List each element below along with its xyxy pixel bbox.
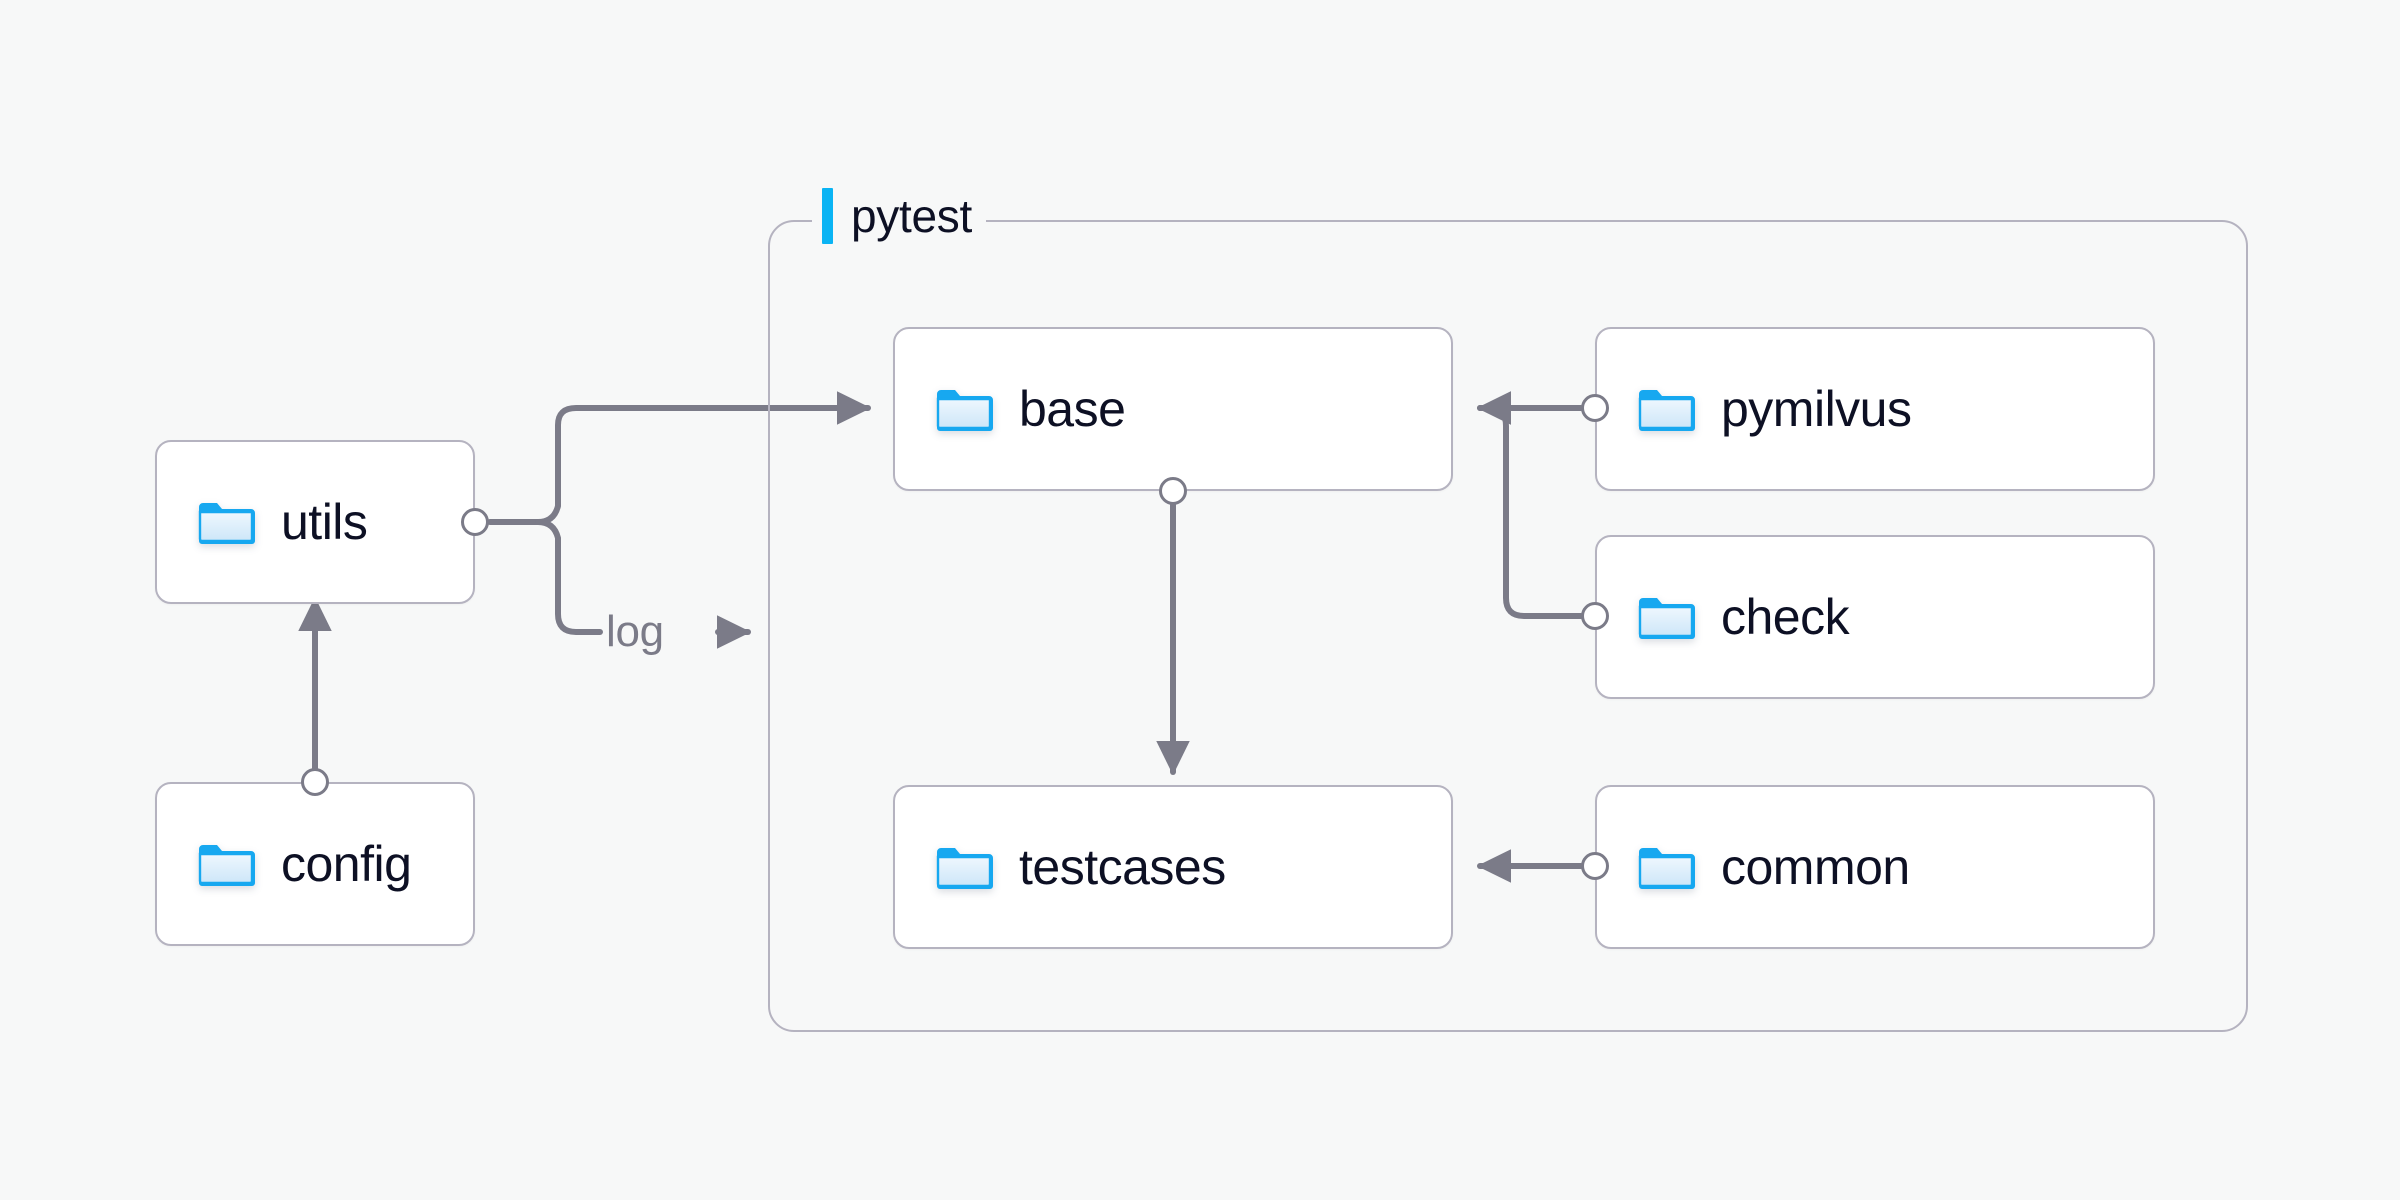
node-pymilvus-content: pymilvus	[1637, 381, 1912, 437]
node-common-label: common	[1721, 839, 1910, 895]
edge-utils-to-pytest-log	[535, 519, 603, 635]
folder-icon	[936, 390, 993, 431]
node-testcases-label: testcases	[1019, 839, 1226, 895]
group-title-text: pytest	[851, 190, 972, 242]
node-common[interactable]: common	[1595, 785, 2155, 949]
node-check[interactable]: check	[1595, 535, 2155, 699]
port-utils-right[interactable]	[461, 508, 489, 536]
port-config-top[interactable]	[301, 768, 329, 796]
edge-label-log: log	[606, 607, 664, 656]
folder-icon	[198, 503, 255, 544]
node-check-label: check	[1721, 589, 1850, 645]
folder-icon	[1638, 598, 1695, 639]
node-testcases[interactable]: testcases	[893, 785, 1453, 949]
node-common-content: common	[1637, 842, 1910, 892]
group-accent-bar	[822, 188, 833, 244]
node-base-label: base	[1019, 381, 1126, 437]
port-pymilvus-left[interactable]	[1581, 394, 1609, 422]
node-pymilvus-label: pymilvus	[1721, 381, 1912, 437]
node-check-content: check	[1637, 589, 1850, 645]
group-pytest-label: pytest	[812, 188, 986, 244]
node-config[interactable]: config	[155, 782, 475, 946]
node-config-content: config	[197, 836, 412, 892]
folder-icon	[936, 848, 993, 889]
folder-icon	[1638, 848, 1695, 889]
node-base-content: base	[935, 381, 1126, 437]
node-pymilvus[interactable]: pymilvus	[1595, 327, 2155, 491]
folder-icon	[1638, 390, 1695, 431]
port-check-left[interactable]	[1581, 602, 1609, 630]
folder-icon	[198, 845, 255, 886]
node-testcases-content: testcases	[935, 842, 1226, 892]
port-common-left[interactable]	[1581, 852, 1609, 880]
port-base-bottom[interactable]	[1159, 477, 1187, 505]
node-utils-label: utils	[281, 494, 368, 550]
node-config-label: config	[281, 836, 412, 892]
node-utils[interactable]: utils	[155, 440, 475, 604]
group-pytest[interactable]	[768, 220, 2248, 1032]
node-utils-content: utils	[197, 494, 368, 550]
node-base[interactable]: base	[893, 327, 1453, 491]
